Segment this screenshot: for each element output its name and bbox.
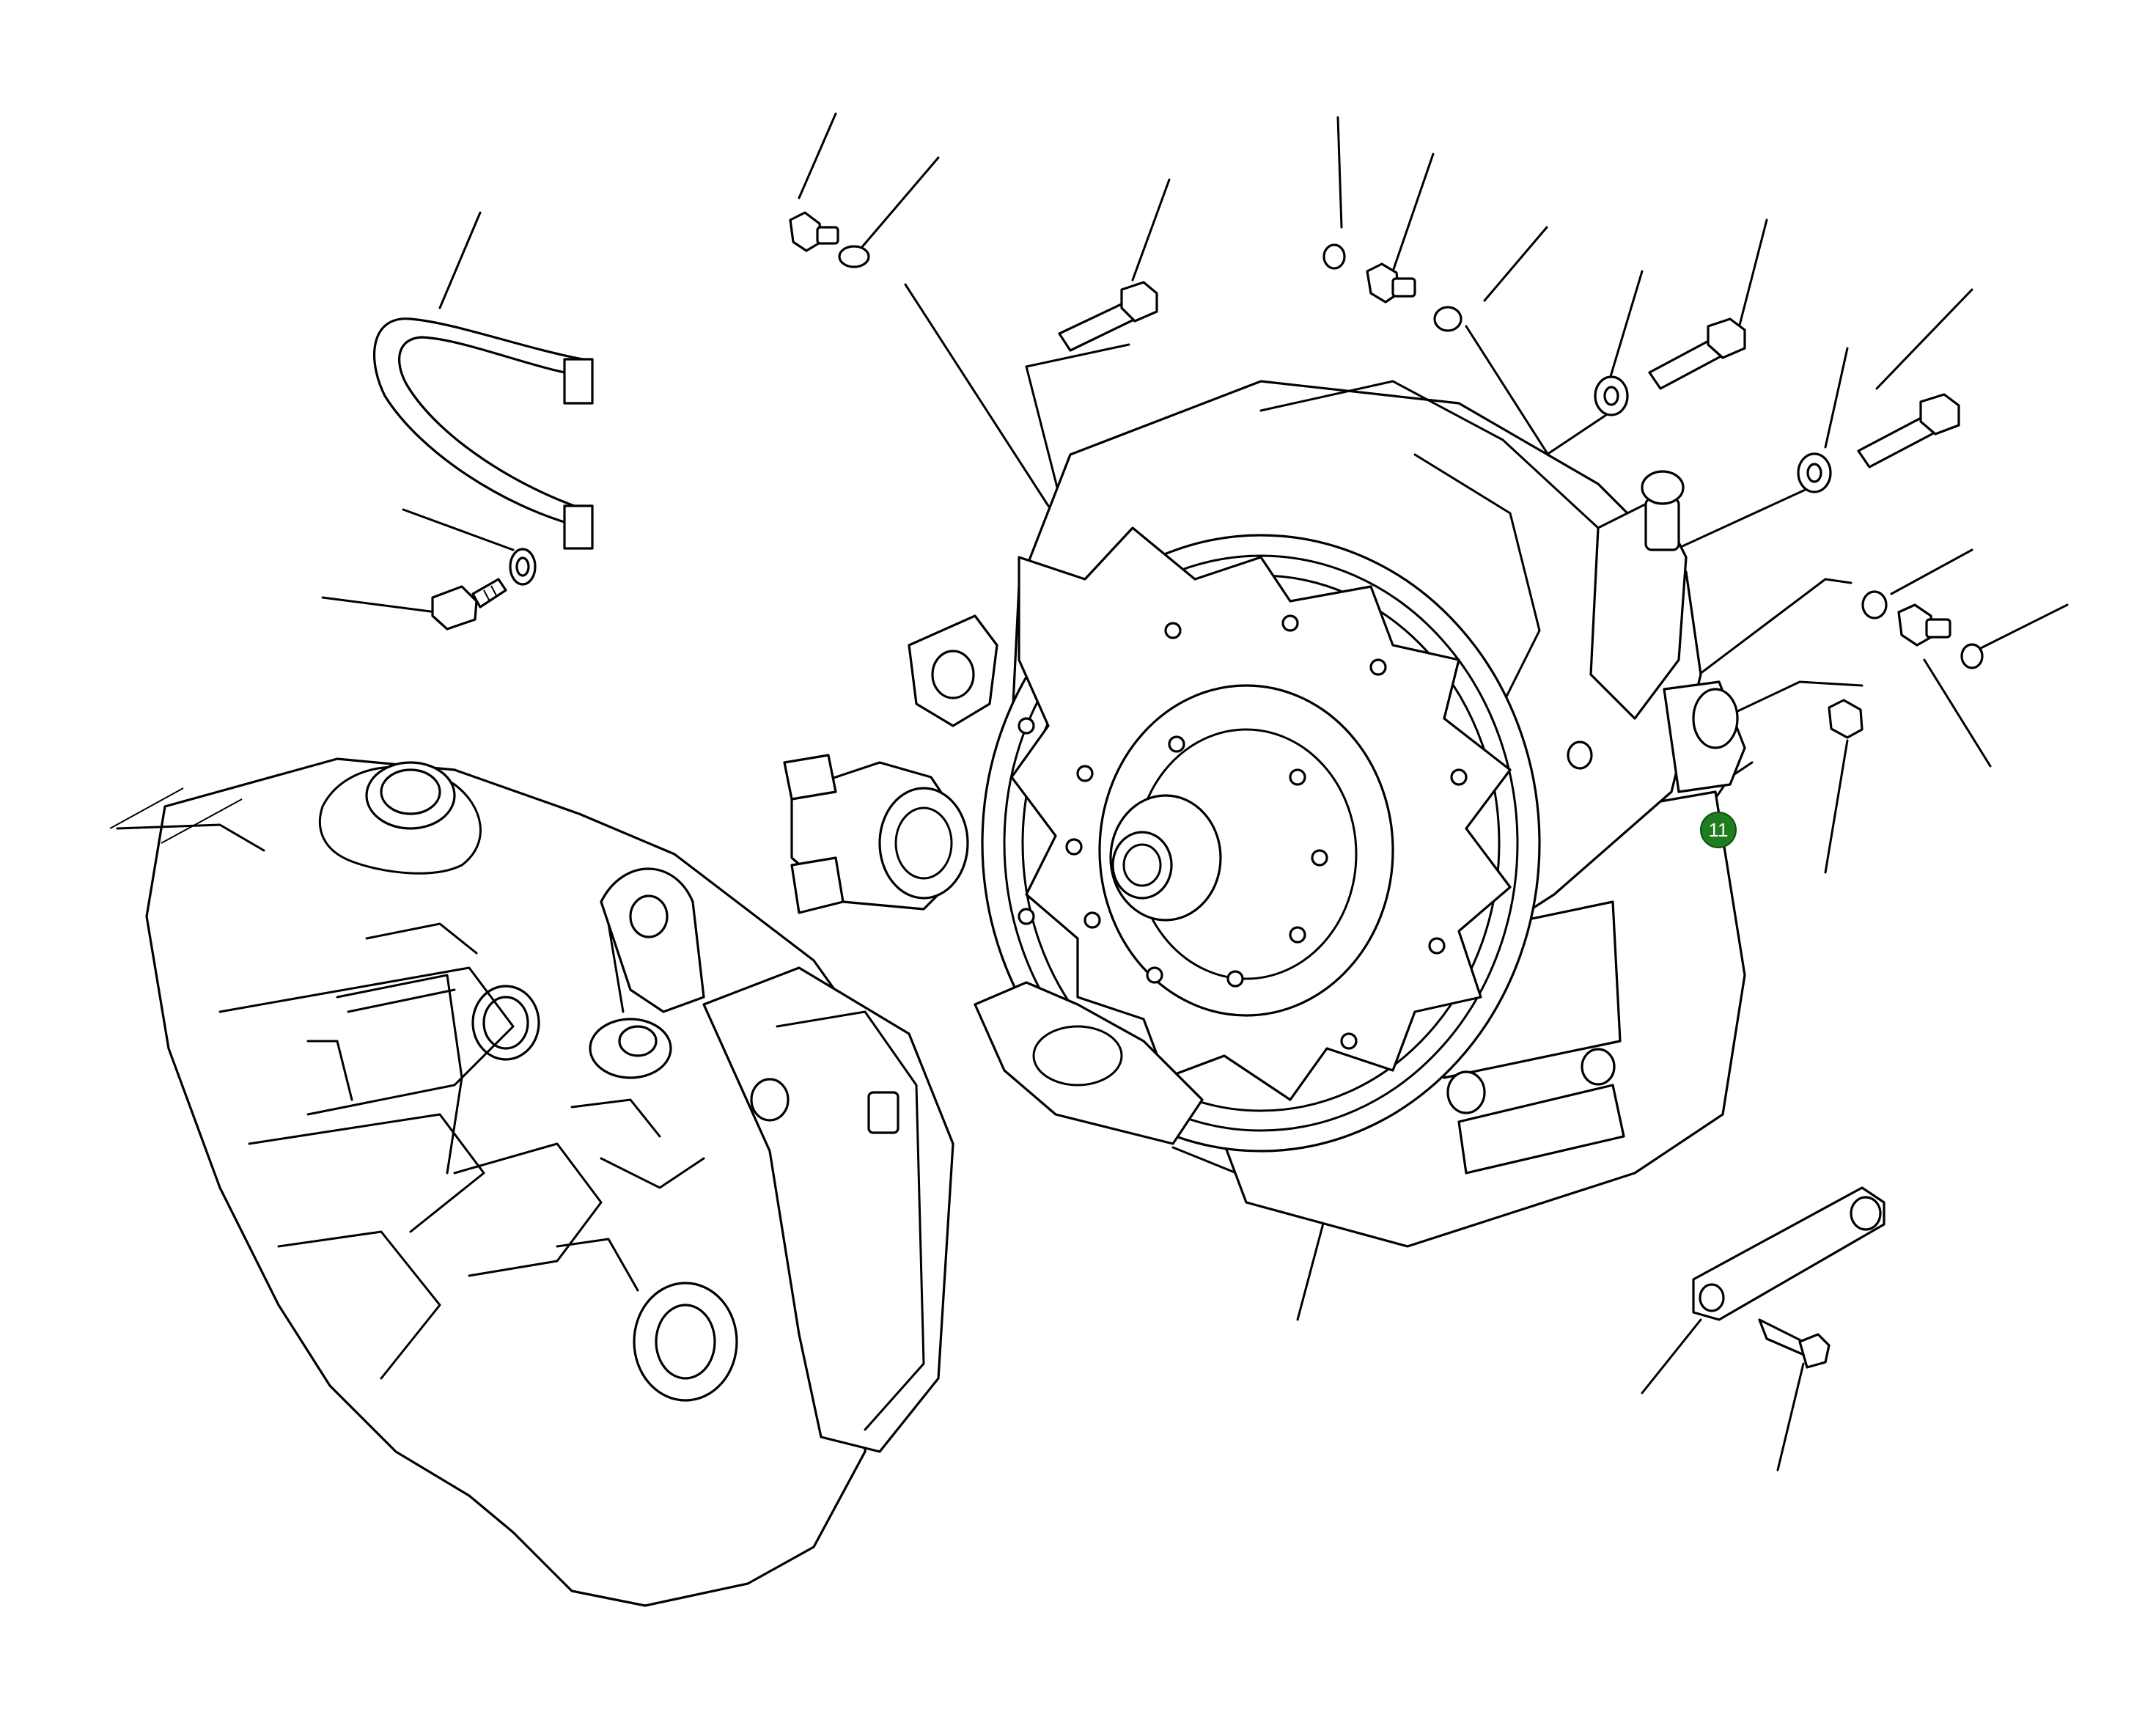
bolt-right-1 <box>1648 317 1746 390</box>
engine-block <box>109 757 954 1607</box>
bolt-part <box>431 578 507 631</box>
bolt-top-center <box>1058 281 1158 352</box>
fitting-top-left <box>789 211 870 268</box>
belt-strap-part <box>373 317 594 550</box>
bolt-right-2 <box>1857 393 1960 468</box>
washer-right-2 <box>1797 452 1832 493</box>
transmission-assembly <box>783 380 1746 1248</box>
washer-right-1 <box>1594 375 1629 416</box>
washer-part <box>509 548 537 586</box>
plug-right <box>1828 699 1863 739</box>
callout-11[interactable]: 11 <box>1700 812 1737 848</box>
bracket-plate-part <box>1692 1186 1885 1369</box>
fitting-top-right <box>1322 243 1463 332</box>
callout-11-circle[interactable] <box>1700 812 1737 848</box>
fitting-right-side <box>1861 590 1984 669</box>
callout-11-label[interactable]: 11 <box>1709 819 1729 841</box>
